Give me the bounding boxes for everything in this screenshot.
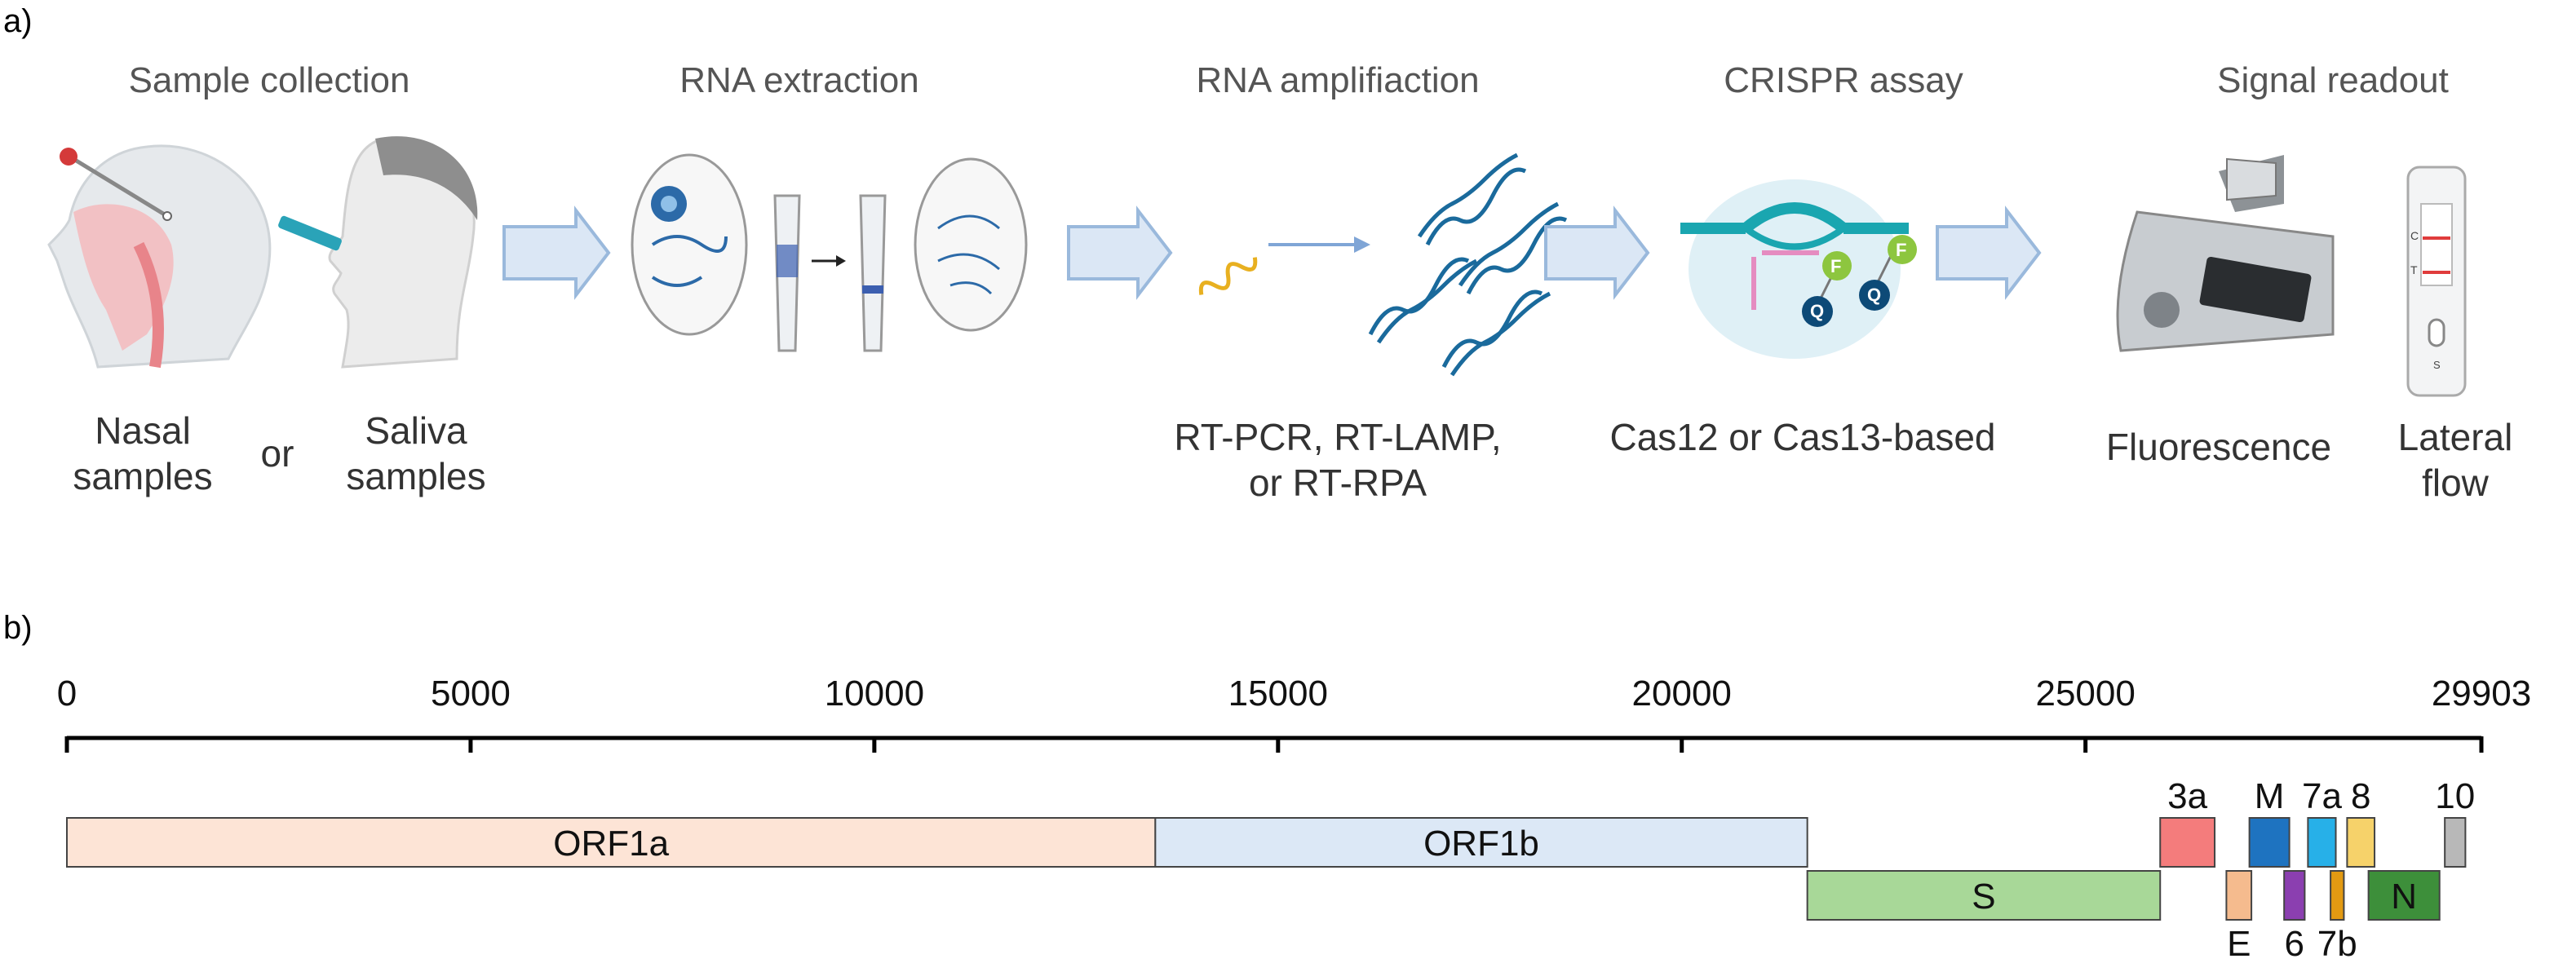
gene-label-s: S	[1972, 877, 1995, 917]
caption-crispr-type: Cas12 or Cas13-based	[1609, 416, 1996, 458]
panel-b-label: b)	[3, 610, 33, 646]
nasal-swab-head-illustration	[47, 144, 272, 369]
gene-block-e	[2225, 870, 2253, 921]
gene-block-10	[2444, 817, 2467, 868]
saliva-head-illustration	[278, 136, 478, 369]
gene-label-8: 8	[2351, 776, 2370, 816]
gene-block-7a	[2307, 817, 2337, 868]
rna-extraction-illustration	[631, 153, 1028, 352]
gene-block-8	[2346, 817, 2376, 868]
panel-a-label: a)	[3, 3, 33, 39]
axis-tick-label: 15000	[1228, 674, 1328, 714]
lateral-flow-strip-illustration	[2406, 166, 2467, 397]
caption-amplification-methods: RT-PCR, RT-LAMP, or RT-RPA	[1174, 416, 1502, 505]
axis-tick-label: 20000	[1632, 674, 1732, 714]
axis-tick-label: 5000	[431, 674, 511, 714]
axis-tick-label: 0	[57, 674, 77, 714]
gene-block-n	[2367, 870, 2441, 921]
gene-label-3a: 3a	[2167, 776, 2207, 816]
reporter-f-2: F	[1896, 240, 1907, 260]
axis-tick-label: 29903	[2432, 674, 2531, 714]
caption-or: or	[260, 432, 294, 475]
reporter-q-2: Q	[1867, 285, 1882, 305]
crispr-assay-illustration	[1680, 179, 1917, 359]
flow-arrow-2	[1067, 205, 1173, 300]
reporter-q-1: Q	[1810, 301, 1825, 321]
strip-mark-s: S	[2433, 359, 2441, 371]
caption-nasal-samples: Nasal samples	[73, 409, 213, 498]
step-title-signal-readout: Signal readout	[2217, 60, 2449, 100]
gene-label-orf1b: ORF1b	[1423, 824, 1539, 864]
gene-block-7b	[2330, 870, 2345, 921]
workflow-illustrations	[47, 136, 2467, 397]
gene-label-10: 10	[2435, 776, 2475, 816]
step-title-rna-extraction: RNA extraction	[679, 60, 919, 100]
strip-mark-t: T	[2410, 263, 2418, 276]
gene-block-3a	[2159, 817, 2216, 868]
gene-label-7a: 7a	[2302, 776, 2342, 816]
step-title-crispr-assay: CRISPR assay	[1724, 60, 1963, 100]
axis-tick-label: 25000	[2035, 674, 2135, 714]
flow-arrow-1	[502, 205, 611, 300]
flow-arrow-4	[1936, 205, 2042, 300]
rna-amplification-illustration	[1198, 152, 1568, 377]
step-title-rna-amplification: RNA amplifiaction	[1196, 60, 1480, 100]
caption-fluorescence: Fluorescence	[2105, 426, 2332, 468]
genome-axis: 0 5000 10000 15000 20000 25000 29903	[57, 674, 2531, 753]
gene-block-s	[1806, 870, 2162, 921]
gene-block-orf1a	[66, 817, 1157, 868]
gene-block-orf1b	[1154, 817, 1808, 868]
gene-label-orf1a: ORF1a	[553, 824, 669, 864]
gene-label-n: N	[2391, 877, 2417, 917]
gene-block-m	[2248, 817, 2291, 868]
gene-label-m: M	[2255, 776, 2285, 816]
fluorescence-reader-illustration	[2116, 155, 2335, 352]
strip-mark-c: C	[2410, 229, 2419, 242]
gene-block-6	[2283, 870, 2306, 921]
gene-label-e: E	[2227, 924, 2251, 964]
axis-tick-label: 10000	[825, 674, 924, 714]
step-title-sample-collection: Sample collection	[128, 60, 410, 100]
gene-label-7b: 7b	[2317, 924, 2357, 964]
caption-saliva-samples: Saliva samples	[346, 409, 486, 498]
flow-arrow-3	[1544, 205, 1650, 300]
caption-lateral-flow: Lateral flow	[2397, 416, 2513, 505]
reporter-f-1: F	[1830, 256, 1842, 276]
gene-label-6: 6	[2285, 924, 2304, 964]
